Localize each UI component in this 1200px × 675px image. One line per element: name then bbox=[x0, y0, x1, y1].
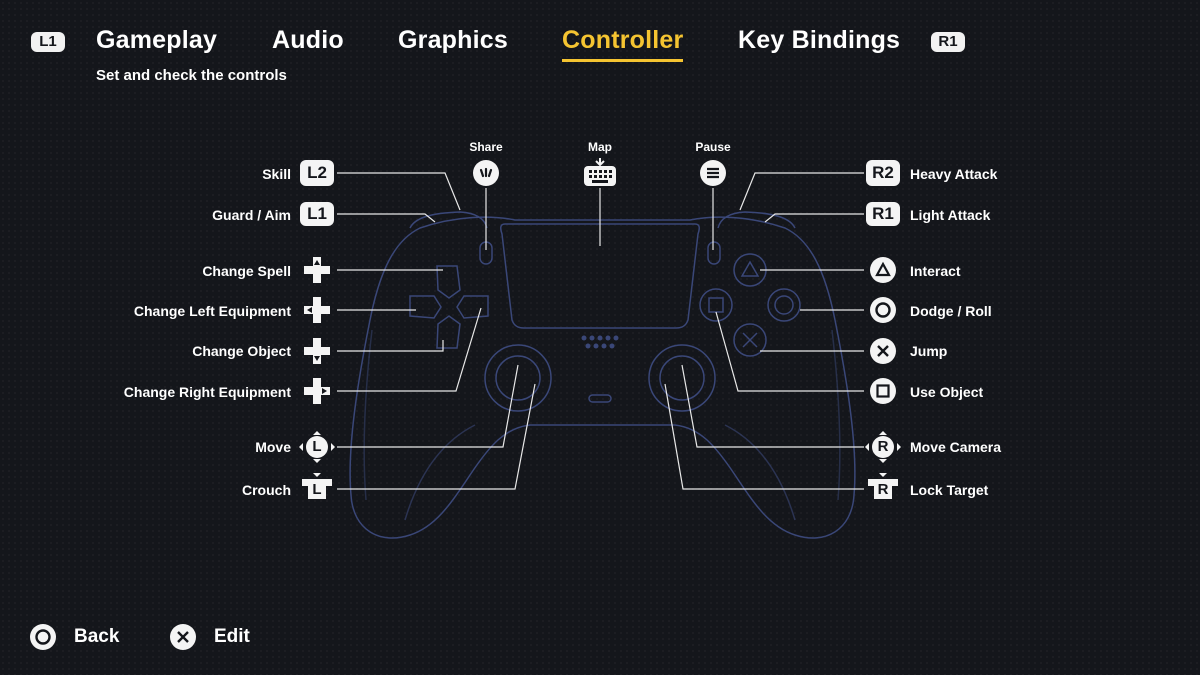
binding-label-change-left-equipment: Change Left Equipment bbox=[133, 303, 291, 319]
l2-button[interactable]: L2 bbox=[300, 160, 334, 186]
edit-label: Edit bbox=[214, 626, 250, 647]
stick-directions-icon bbox=[865, 431, 901, 463]
binding-label-dodge-roll: Dodge / Roll bbox=[910, 303, 992, 319]
binding-label-guard: Guard / Aim bbox=[212, 207, 291, 223]
binding-label-move: Move bbox=[255, 439, 291, 455]
cross-button[interactable] bbox=[870, 338, 896, 364]
binding-label-light-attack: Light Attack bbox=[910, 207, 991, 223]
right-stick-press-letter: R bbox=[877, 481, 889, 498]
share-icon bbox=[479, 167, 493, 178]
binding-label-use-object: Use Object bbox=[910, 384, 984, 400]
left-stick-press-button[interactable]: L bbox=[300, 472, 334, 500]
touchpad-map-icon[interactable] bbox=[583, 156, 617, 188]
share-label: Share bbox=[469, 140, 503, 154]
binding-leader-lines bbox=[337, 172, 864, 490]
dpad-left-icon[interactable] bbox=[303, 296, 331, 324]
stick-press-icon bbox=[302, 473, 332, 499]
binding-label-heavy-attack: Heavy Attack bbox=[910, 166, 998, 182]
tab-controller[interactable]: Controller bbox=[562, 26, 684, 62]
right-stick-press-button[interactable]: R bbox=[866, 472, 900, 500]
stick-press-icon bbox=[868, 473, 898, 499]
back-label: Back bbox=[74, 626, 120, 647]
square-button[interactable] bbox=[870, 378, 896, 404]
tab-key-bindings[interactable]: Key Bindings bbox=[738, 26, 901, 54]
binding-label-change-object: Change Object bbox=[192, 343, 291, 359]
right-stick-move-button[interactable]: R bbox=[864, 430, 902, 464]
cross-icon bbox=[877, 345, 889, 357]
circle-button-hint bbox=[30, 624, 56, 650]
r2-button[interactable]: R2 bbox=[866, 160, 900, 186]
binding-label-skill: Skill bbox=[262, 166, 291, 182]
dpad-up-icon[interactable] bbox=[303, 256, 331, 284]
page-subtitle: Set and check the controls bbox=[96, 67, 287, 84]
dpad-down-icon[interactable] bbox=[303, 337, 331, 365]
map-label: Map bbox=[588, 140, 612, 154]
binding-label-interact: Interact bbox=[910, 263, 961, 279]
tab-graphics[interactable]: Graphics bbox=[398, 26, 508, 54]
stick-directions-icon bbox=[299, 431, 335, 463]
binding-label-change-spell: Change Spell bbox=[202, 263, 291, 279]
previous-tab-hint[interactable]: L1 bbox=[31, 32, 65, 52]
triangle-icon bbox=[875, 261, 891, 277]
next-tab-hint[interactable]: R1 bbox=[931, 32, 965, 52]
settings-tab-bar: L1 Gameplay Audio Graphics Controller Ke… bbox=[0, 0, 1200, 70]
r1-button[interactable]: R1 bbox=[866, 202, 900, 226]
circle-icon bbox=[35, 629, 51, 645]
left-stick-move-button[interactable]: L bbox=[298, 430, 336, 464]
circle-button[interactable] bbox=[870, 297, 896, 323]
l1-button[interactable]: L1 bbox=[300, 202, 334, 226]
square-icon bbox=[876, 384, 890, 398]
left-stick-letter: L bbox=[312, 438, 322, 455]
dpad-right-icon[interactable] bbox=[303, 377, 331, 405]
triangle-button[interactable] bbox=[870, 257, 896, 283]
options-menu-icon bbox=[707, 167, 719, 179]
binding-label-crouch: Crouch bbox=[242, 482, 291, 498]
cross-button-hint bbox=[170, 624, 196, 650]
binding-label-move-camera: Move Camera bbox=[910, 439, 1002, 455]
binding-label-change-right-equipment: Change Right Equipment bbox=[123, 384, 291, 400]
cross-icon bbox=[177, 631, 189, 643]
pause-label: Pause bbox=[695, 140, 731, 154]
circle-icon bbox=[875, 302, 891, 318]
binding-label-jump: Jump bbox=[910, 343, 948, 359]
pause-button[interactable] bbox=[700, 160, 726, 186]
right-stick-letter: R bbox=[877, 438, 889, 455]
tab-audio[interactable]: Audio bbox=[272, 26, 344, 54]
binding-label-lock-target: Lock Target bbox=[910, 482, 989, 498]
share-button[interactable] bbox=[473, 160, 499, 186]
left-stick-press-letter: L bbox=[312, 481, 322, 498]
tab-gameplay[interactable]: Gameplay bbox=[96, 26, 218, 54]
